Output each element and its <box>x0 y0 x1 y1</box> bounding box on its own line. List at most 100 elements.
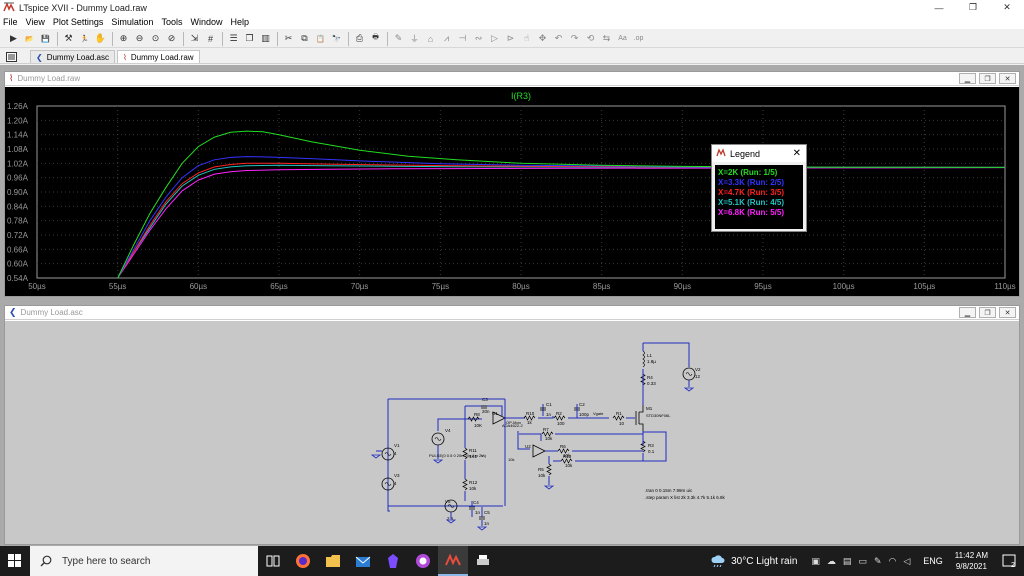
obsidian-icon[interactable] <box>378 546 408 576</box>
pen-icon[interactable]: ✎ <box>873 555 882 566</box>
resistor-r8[interactable] <box>467 416 480 422</box>
grid-icon[interactable]: # <box>207 33 213 44</box>
tile-horizontal-icon[interactable]: ☰ <box>229 33 238 43</box>
resistor-r5[interactable] <box>546 463 552 476</box>
resistor-r6[interactable] <box>557 448 570 454</box>
capacitor-c5[interactable] <box>479 516 485 520</box>
diode-icon[interactable]: ▷ <box>491 33 498 43</box>
taskbar-search[interactable]: Type here to search <box>30 546 258 576</box>
start-button[interactable] <box>0 546 30 576</box>
ground-symbol[interactable] <box>445 519 457 524</box>
tab-dummy-load-raw[interactable]: ⌇ Dummy Load.raw <box>116 50 200 63</box>
weather-widget[interactable]: 30°C Light rain <box>710 555 797 567</box>
run-icon[interactable]: ▶ <box>10 33 17 43</box>
component-icon[interactable]: ⊳ <box>506 33 515 43</box>
restore-button[interactable]: ❐ <box>979 307 996 318</box>
series-line-x-3-3k[interactable] <box>117 156 1005 278</box>
zoom-in-icon[interactable]: ⊕ <box>119 33 128 43</box>
pan-hand-icon[interactable]: ✋ <box>94 33 107 43</box>
menu-window[interactable]: Window <box>190 17 223 27</box>
wire[interactable] <box>437 418 465 431</box>
tab-list-icon[interactable] <box>4 50 18 63</box>
file-explorer-icon[interactable] <box>318 546 348 576</box>
capacitor-c1[interactable] <box>540 407 546 411</box>
printer-app-icon[interactable] <box>468 546 498 576</box>
autorange-icon[interactable]: ⇲ <box>190 33 199 43</box>
run-man-icon[interactable]: 🏃 <box>80 35 89 43</box>
resistor-r4[interactable] <box>640 373 646 386</box>
schematic-window-title-bar[interactable]: ❮ Dummy Load.asc ▁ ❐ ✕ <box>5 306 1019 320</box>
capacitor-icon[interactable]: ⊣ <box>458 33 467 43</box>
waveform-window-title-bar[interactable]: ⌇ Dummy Load.raw ▁ ❐ ✕ <box>5 72 1019 86</box>
mail-icon[interactable] <box>348 546 378 576</box>
record-icon[interactable] <box>408 546 438 576</box>
wire[interactable] <box>387 494 503 507</box>
zoom-fit-icon[interactable]: ⊙ <box>151 33 160 43</box>
move-icon[interactable]: ☝ <box>523 33 530 43</box>
ground-symbol[interactable] <box>370 454 382 459</box>
find-icon[interactable]: 🔭 <box>332 35 341 43</box>
copy-icon[interactable]: ⧉ <box>301 33 308 43</box>
drag-icon[interactable]: ✥ <box>538 33 547 43</box>
resistor-r2[interactable] <box>553 415 566 421</box>
tab-dummy-load-asc[interactable]: ❮ Dummy Load.asc <box>30 50 115 63</box>
waveform-plot[interactable]: 1.26A1.20A1.14A1.08A1.02A0.96A0.90A0.84A… <box>5 87 1019 296</box>
zoom-cancel-icon[interactable]: ⊘ <box>167 33 176 43</box>
minimize-button[interactable]: ▁ <box>959 307 976 318</box>
open-icon[interactable]: 📂 <box>25 35 34 43</box>
close-button[interactable]: ✕ <box>999 307 1016 318</box>
wire[interactable] <box>538 416 554 419</box>
wire[interactable] <box>517 431 530 450</box>
ground-symbol[interactable] <box>543 485 555 490</box>
ltspice-icon[interactable] <box>438 546 468 576</box>
resistor-r13[interactable] <box>560 458 573 464</box>
resistor-r10[interactable] <box>523 415 536 421</box>
rotate-icon[interactable]: ⟲ <box>586 33 595 43</box>
menu-file[interactable]: File <box>3 17 18 27</box>
wire[interactable] <box>465 405 503 416</box>
ground-icon[interactable]: ⏚ <box>409 34 419 44</box>
menu-tools[interactable]: Tools <box>161 17 183 27</box>
spice-directive-icon[interactable]: .op <box>633 35 644 42</box>
wire[interactable] <box>642 431 667 462</box>
resistor-icon[interactable]: ⩘ <box>443 33 450 43</box>
capacitor-c3[interactable] <box>481 405 487 409</box>
wifi-icon[interactable]: ◠ <box>888 555 897 566</box>
minimize-button[interactable]: — <box>934 2 944 13</box>
source-v3[interactable] <box>381 477 395 491</box>
inductor-l1[interactable] <box>642 350 645 368</box>
wire-icon[interactable]: ✎ <box>394 33 403 43</box>
resistor-r12[interactable] <box>462 478 468 491</box>
desktop-icon[interactable]: ▣ <box>811 555 820 566</box>
menu-view[interactable]: View <box>25 17 45 27</box>
onedrive-cloud-icon[interactable]: ☁ <box>826 555 836 566</box>
ground-symbol[interactable] <box>432 459 444 464</box>
ground-symbol[interactable] <box>683 387 695 392</box>
clock[interactable]: 11:42 AM 9/8/2021 <box>955 550 988 572</box>
series-line-x-4-7k[interactable] <box>117 162 1005 278</box>
menu-plot-settings[interactable]: Plot Settings <box>52 17 104 27</box>
firefox-icon[interactable] <box>288 546 318 576</box>
trace-title[interactable]: I(R3) <box>511 91 531 101</box>
series-line-x-6-8k[interactable] <box>117 167 1005 278</box>
minimize-button[interactable]: ▁ <box>959 73 976 84</box>
resistor-r3[interactable] <box>640 440 646 453</box>
legend-title-bar[interactable]: Legend <box>712 145 806 162</box>
opamp-u2[interactable] <box>532 444 546 458</box>
tile-vertical-icon[interactable]: ▥ <box>261 33 270 43</box>
resistor-r1[interactable] <box>612 415 625 421</box>
network-icon[interactable]: ▤ <box>842 555 852 566</box>
task-view-icon[interactable] <box>258 546 288 576</box>
wire[interactable] <box>643 342 690 367</box>
volume-icon[interactable]: ◁ <box>903 555 911 566</box>
series-line-x-5-1k[interactable] <box>117 164 1005 278</box>
save-icon[interactable]: 💾 <box>41 35 50 43</box>
language-indicator[interactable]: ENG <box>923 556 943 566</box>
undo-icon[interactable]: ↶ <box>554 33 563 43</box>
print-icon[interactable]: 🖶 <box>372 34 379 41</box>
capacitor-c4[interactable] <box>469 506 475 510</box>
menu-simulation[interactable]: Simulation <box>111 17 154 27</box>
